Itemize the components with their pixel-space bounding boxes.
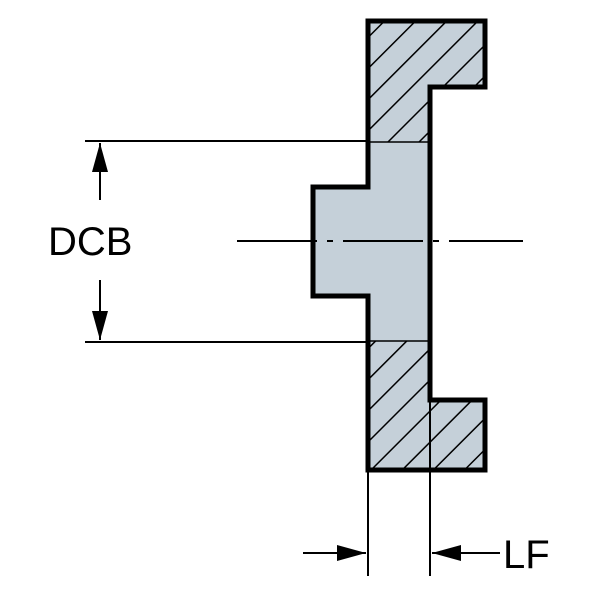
hatched-region-bottom (368, 341, 485, 470)
dcb-label: DCB (48, 220, 132, 264)
hatched-region-top (368, 21, 485, 142)
lf-label: LF (503, 533, 550, 577)
arrow-down-icon (92, 311, 108, 340)
dcb-dimension (85, 140, 368, 343)
part-section (310, 18, 488, 473)
lf-dimension (303, 402, 500, 576)
arrow-left-icon (432, 545, 461, 561)
arrow-up-icon (92, 143, 108, 172)
arrow-right-icon (337, 545, 366, 561)
part-outline (310, 18, 488, 473)
